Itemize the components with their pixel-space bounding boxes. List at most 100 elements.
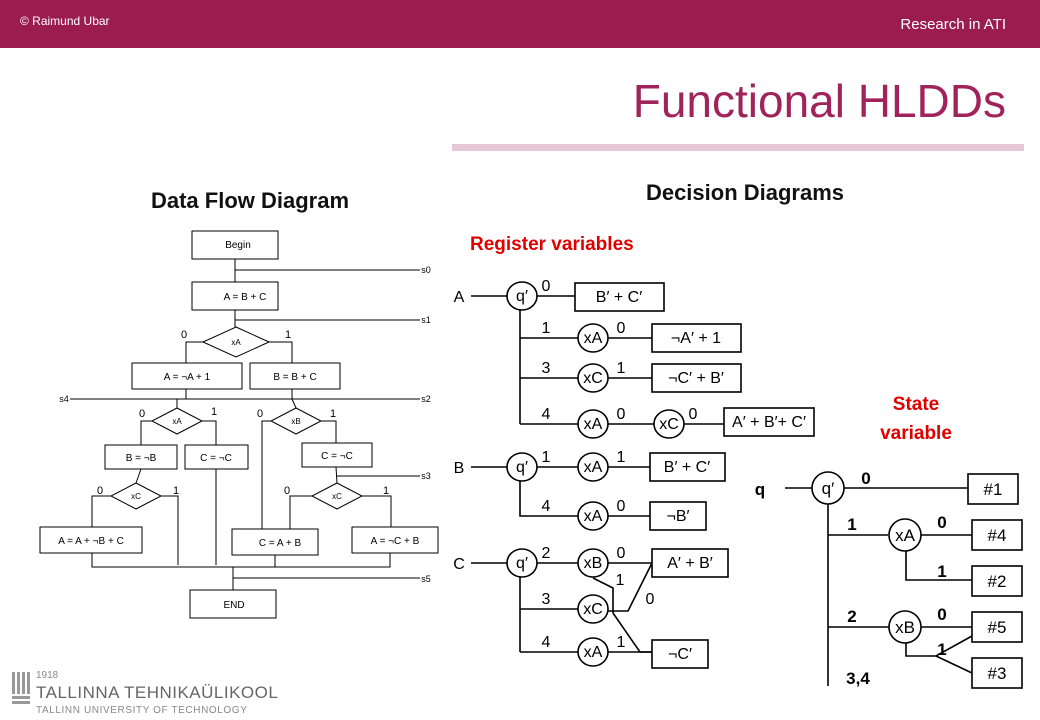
state-term-1: #1 <box>984 480 1003 499</box>
reg-term-b4: ¬B′ <box>666 508 689 525</box>
dfd-edge-0: 0 <box>257 408 263 420</box>
reg-term-a3: ¬C′ + B′ <box>668 370 724 387</box>
heading-decision-diagrams: Decision Diagrams <box>645 180 845 205</box>
reg-node-xa: xA <box>584 508 603 525</box>
reg-edge-0: 0 <box>646 591 655 608</box>
reg-edge-4: 4 <box>542 498 551 515</box>
dfd-begin-label: Begin <box>225 240 251 251</box>
reg-term-a0: B′ + C′ <box>596 289 642 306</box>
reg-var-c: C <box>453 556 465 573</box>
dfd-op-b2: B = ¬B <box>126 453 157 464</box>
dfd-op-a4: A = ¬C + B <box>371 536 420 547</box>
reg-edge-0: 0 <box>689 406 698 423</box>
reg-edge-4: 4 <box>542 406 551 423</box>
dfd-op-c1: C = ¬C <box>200 453 232 464</box>
dfd-op-c3: C = A + B <box>259 538 302 549</box>
reg-edge-2: 2 <box>542 545 551 562</box>
dfd-edge-0: 0 <box>139 408 145 420</box>
heading-register-variables: Register variables <box>470 234 634 255</box>
state-edge-2: 2 <box>847 607 856 626</box>
reg-edge-1: 1 <box>617 449 626 466</box>
register-decision-diagrams: A B C q′ xA xC xA xC q′ xA xA q′ xB xC x… <box>453 278 815 669</box>
heading-data-flow: Data Flow Diagram <box>150 188 350 213</box>
reg-term-c2: A′ + B′ <box>667 555 713 572</box>
state-var-q: q <box>755 480 765 499</box>
reg-edge-1: 1 <box>616 572 625 589</box>
dfd-state-s3: s3 <box>421 471 431 481</box>
dfd-state-s4: s4 <box>59 394 69 404</box>
dfd-op-c2: C = ¬C <box>321 451 353 462</box>
reg-edge-1: 1 <box>617 634 626 651</box>
state-node-xa: xA <box>895 526 916 545</box>
dfd-edge-1: 1 <box>211 406 217 418</box>
dfd-edge-1: 1 <box>173 485 179 497</box>
reg-node-xc: xC <box>583 601 603 618</box>
state-edge-0: 0 <box>937 513 946 532</box>
dfd-state-s2: s2 <box>421 394 431 404</box>
dfd-cond-xc: xC <box>131 492 141 501</box>
dfd-edge-1: 1 <box>383 485 389 497</box>
dfd-edge-0: 0 <box>181 329 187 341</box>
state-edge-1: 1 <box>937 562 946 581</box>
state-dd-panel: q q′ xA xB #1 #4 #2 #5 #3 0 1 0 1 2 0 1 … <box>746 466 1026 692</box>
logo-year: 1918 <box>36 670 59 681</box>
dfd-op-a2: A = ¬A + 1 <box>164 372 211 383</box>
reg-var-b: B <box>454 460 465 477</box>
reg-term-c4: ¬C′ <box>668 646 692 663</box>
reg-edge-0: 0 <box>617 498 626 515</box>
data-flow-diagram: Begin A = B + C A = ¬A + 1 B = B + C B =… <box>39 230 439 619</box>
reg-edge-3: 3 <box>542 360 551 377</box>
state-term-3: #3 <box>988 664 1007 683</box>
copyright-text: © Raimund Ubar <box>20 14 110 28</box>
dfd-state-s5: s5 <box>421 574 431 584</box>
dfd-state-s0: s0 <box>421 265 431 275</box>
header-bar: © Raimund Ubar Research in ATI <box>0 0 1040 48</box>
dfd-op-b1: B = B + C <box>273 372 316 383</box>
reg-node-xa: xA <box>584 330 603 347</box>
register-dd-panel: A B C q′ xA xC xA xC q′ xA xA q′ xB xC x… <box>441 276 817 670</box>
state-node-xb: xB <box>895 618 915 637</box>
reg-node-q: q′ <box>516 459 528 476</box>
logo-name: TALLINNA TEHNIKAÜLIKOOL <box>36 683 278 702</box>
state-edge-1: 1 <box>847 515 856 534</box>
dfd-edge-0: 0 <box>97 485 103 497</box>
reg-edge-1: 1 <box>542 320 551 337</box>
logo-name-en: TALLINN UNIVERSITY OF TECHNOLOGY <box>36 705 247 716</box>
section-label: Research in ATI <box>900 16 1006 33</box>
dfd-cond-xb: xB <box>291 417 300 426</box>
dfd-state-s1: s1 <box>421 315 431 325</box>
reg-var-a: A <box>454 289 465 306</box>
state-term-5: #5 <box>988 618 1007 637</box>
dfd-edge-0: 0 <box>284 485 290 497</box>
dfd-cond-xa-2: xA <box>172 417 182 426</box>
state-edge-0: 0 <box>861 469 870 488</box>
slide-title: Functional HLDDs <box>632 75 1006 127</box>
reg-node-xa: xA <box>584 416 603 433</box>
reg-term-a4: A′ + B′+ C′ <box>732 414 806 431</box>
dfd-end-label: END <box>223 600 244 611</box>
reg-edge-1: 1 <box>542 449 551 466</box>
reg-edge-0: 0 <box>617 545 626 562</box>
state-edge-34: 3,4 <box>846 669 870 688</box>
reg-node-xc: xC <box>583 370 603 387</box>
reg-node-q: q′ <box>516 555 528 572</box>
reg-edge-3: 3 <box>542 591 551 608</box>
dfd-cond-xc-2: xC <box>332 492 342 501</box>
reg-node-xa: xA <box>584 459 603 476</box>
state-term-2: #2 <box>988 572 1007 591</box>
reg-edge-0: 0 <box>617 320 626 337</box>
dfd-op-a1: A = B + C <box>224 292 267 303</box>
reg-node-xc: xC <box>659 416 679 433</box>
reg-term-b1: B′ + C′ <box>664 459 710 476</box>
state-term-4: #4 <box>988 526 1007 545</box>
reg-edge-1: 1 <box>617 360 626 377</box>
dfd-cond-xa: xA <box>231 338 241 347</box>
state-node-q: q′ <box>822 479 835 498</box>
reg-edge-4: 4 <box>542 634 551 651</box>
state-edge-0: 0 <box>937 605 946 624</box>
heading-state-variable: State variable <box>880 394 952 444</box>
dfd-edge-1: 1 <box>330 408 336 420</box>
university-logo: 1918 TALLINNA TEHNIKAÜLIKOOL TALLINN UNI… <box>12 670 278 716</box>
state-edge-1: 1 <box>937 640 946 659</box>
reg-node-xb: xB <box>584 555 603 572</box>
